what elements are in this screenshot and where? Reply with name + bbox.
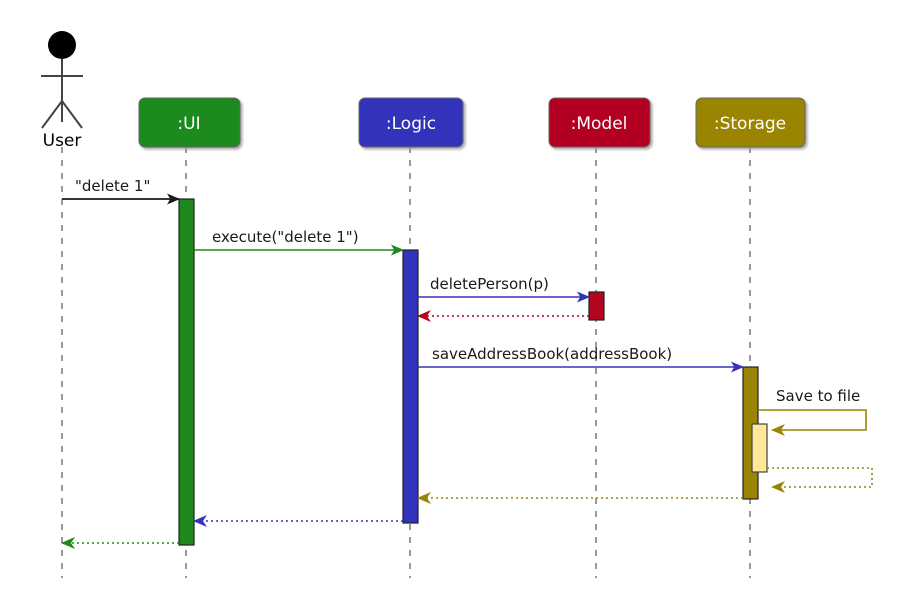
message-save-to-file-path: [758, 409, 867, 436]
participant-storage-label: :Storage: [714, 114, 786, 134]
participant-storage-box[interactable]: [695, 97, 806, 148]
message-delete-1[interactable]: "delete 1": [62, 177, 180, 205]
participant-ui[interactable]: :UI: [138, 97, 241, 148]
message-save-to-file-label: Save to file: [776, 387, 860, 405]
message-save-to-file-return-path: [767, 467, 873, 493]
message-save-address-book[interactable]: saveAddressBook(addressBook): [418, 345, 744, 373]
actor-leg-right: [61, 100, 83, 129]
participant-model-box[interactable]: [548, 97, 651, 148]
actor-head-icon: [48, 31, 76, 59]
message-execute[interactable]: execute("delete 1"): [194, 228, 404, 256]
activation-bars-group: [178, 198, 768, 546]
message-delete-person-label: deletePerson(p): [430, 275, 549, 293]
participant-logic-label: :Logic: [386, 114, 436, 134]
actor-user-label: User: [43, 131, 82, 151]
message-delete-1-label: "delete 1": [75, 177, 150, 195]
participant-logic-box[interactable]: [358, 97, 464, 148]
actor-user[interactable]: User: [41, 31, 83, 151]
participant-model[interactable]: :Model: [548, 97, 651, 148]
actor-leg-left: [41, 100, 63, 129]
participant-model-label: :Model: [571, 114, 628, 134]
participant-ui-label: :UI: [177, 114, 200, 134]
activation-bar-logic[interactable]: [402, 249, 419, 524]
message-save-address-book-label: saveAddressBook(addressBook): [432, 345, 672, 363]
message-delete-person[interactable]: deletePerson(p): [418, 275, 590, 303]
activation-bar-storage-nested[interactable]: [751, 423, 768, 473]
activation-bar-ui[interactable]: [178, 198, 195, 546]
message-save-to-file[interactable]: Save to file: [758, 387, 867, 436]
participant-ui-box[interactable]: [138, 97, 241, 148]
participant-storage[interactable]: :Storage: [695, 97, 806, 148]
message-save-to-file-return[interactable]: [767, 467, 873, 493]
activation-bar-model[interactable]: [588, 291, 605, 321]
participant-logic[interactable]: :Logic: [358, 97, 464, 148]
message-execute-label: execute("delete 1"): [212, 228, 359, 246]
